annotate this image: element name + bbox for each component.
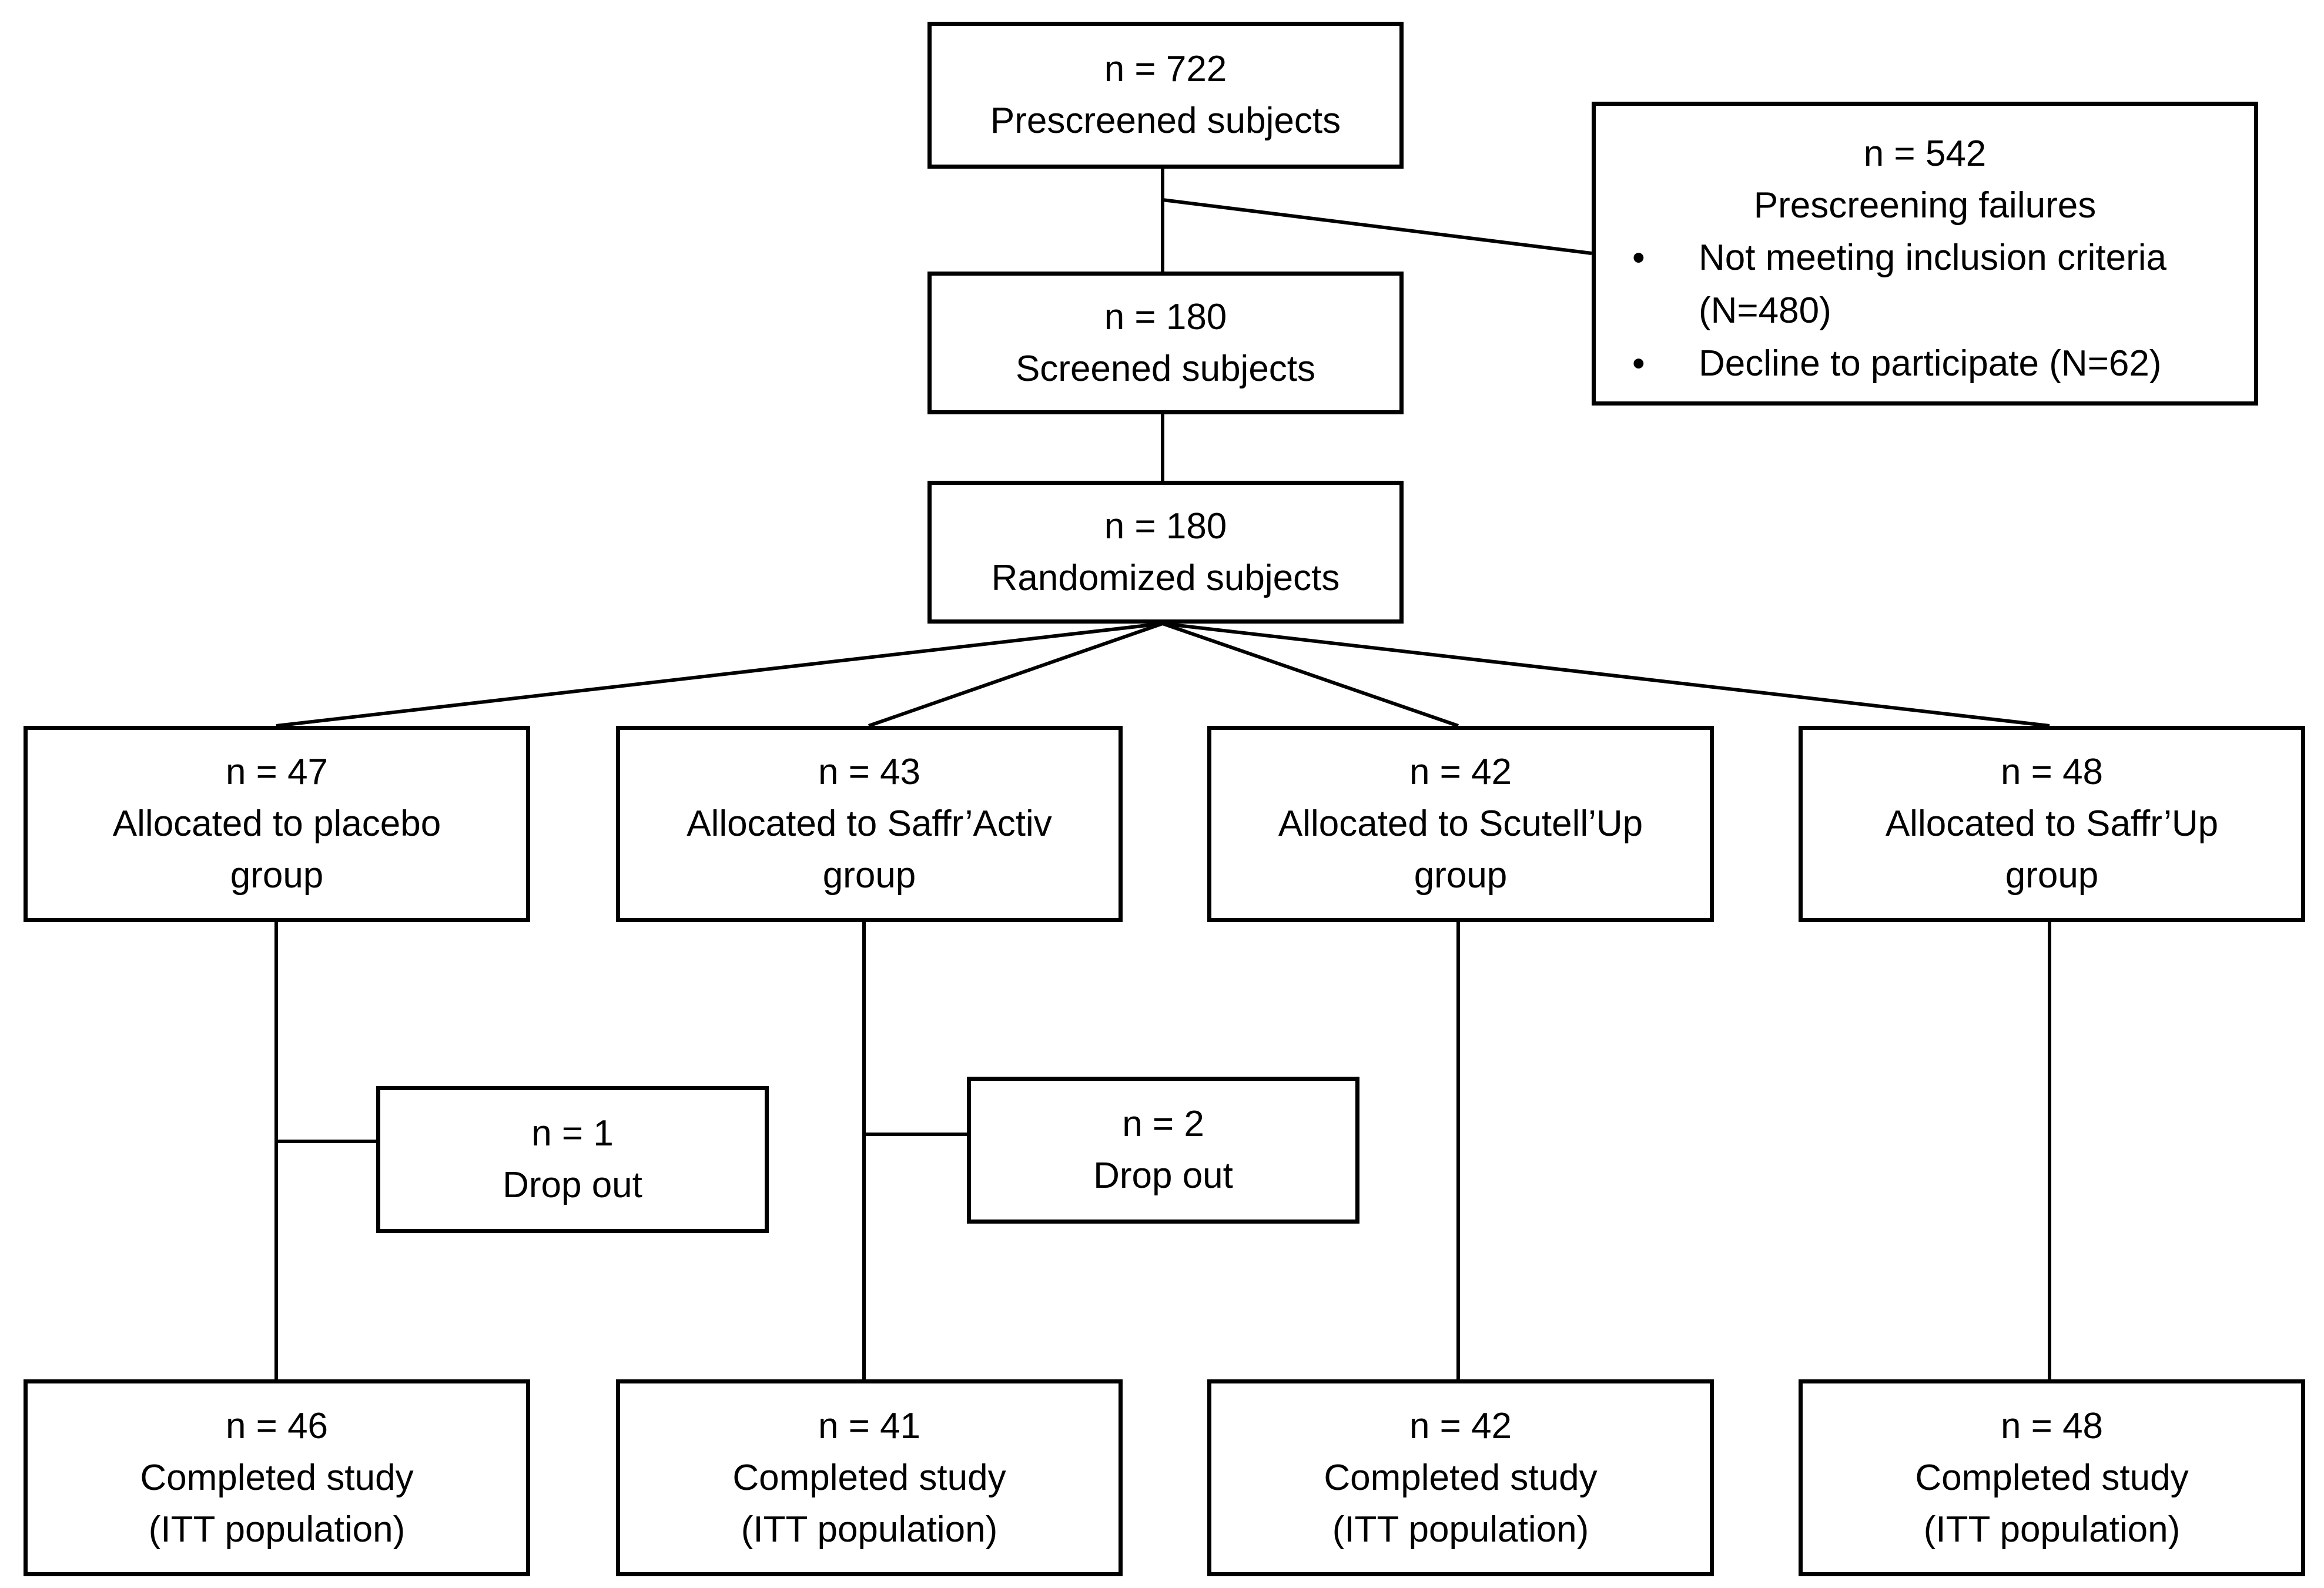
- screened-box: n = 180 Screened subjects: [927, 272, 1404, 414]
- allocated-label: Allocated to Saffr’Activ: [687, 803, 1052, 844]
- allocated-saffractiv-box: n = 43 Allocated to Saffr’Activ group: [616, 726, 1123, 922]
- connector-randomized-saffractiv: [868, 622, 1163, 728]
- dropout-count: n = 2: [1122, 1104, 1204, 1144]
- completed-label: Completed study: [732, 1457, 1006, 1498]
- completed-label: Completed study: [1324, 1457, 1598, 1498]
- dropout-placebo-box: n = 1 Drop out: [376, 1086, 769, 1233]
- allocated-count: n = 47: [225, 752, 329, 792]
- failure-reasons-list: Not meeting inclusion criteria (N=480) D…: [1596, 232, 2254, 390]
- allocated-count: n = 43: [818, 752, 921, 792]
- connector-randomized-saffrup: [1162, 622, 2050, 728]
- completed-count: n = 46: [225, 1405, 329, 1446]
- completed-population: (ITT population): [148, 1509, 406, 1550]
- allocated-saffrup-box: n = 48 Allocated to Saffr’Up group: [1799, 726, 2305, 922]
- failures-label: Prescreening failures: [1753, 185, 2097, 226]
- prescreened-label: Prescreened subjects: [990, 100, 1341, 141]
- completed-count: n = 48: [2000, 1405, 2104, 1446]
- screened-label: Screened subjects: [1015, 348, 1316, 389]
- completed-saffrup-box: n = 48 Completed study (ITT population): [1799, 1379, 2305, 1576]
- completed-population: (ITT population): [1923, 1509, 2181, 1550]
- completed-population: (ITT population): [1332, 1509, 1589, 1550]
- allocated-label: Allocated to placebo: [112, 803, 441, 844]
- allocated-label-suffix: group: [822, 855, 916, 896]
- dropout-count: n = 1: [531, 1113, 614, 1154]
- prescreening-failures-box: n = 542 Prescreening failures Not meetin…: [1592, 102, 2258, 406]
- completed-label: Completed study: [1915, 1457, 2189, 1498]
- prescreened-count: n = 722: [1104, 49, 1227, 89]
- connector-randomized-scutellup: [1162, 622, 1459, 728]
- completed-placebo-box: n = 46 Completed study (ITT population): [24, 1379, 530, 1576]
- prescreened-box: n = 722 Prescreened subjects: [927, 22, 1404, 169]
- dropout-label: Drop out: [1093, 1155, 1233, 1196]
- allocated-label-suffix: group: [1414, 855, 1508, 896]
- screened-count: n = 180: [1104, 296, 1227, 337]
- allocated-label: Allocated to Scutell’Up: [1278, 803, 1643, 844]
- completed-count: n = 42: [1409, 1405, 1512, 1446]
- allocated-placebo-box: n = 47 Allocated to placebo group: [24, 726, 530, 922]
- connector-prescreened-failures: [1162, 198, 1592, 255]
- allocated-label-suffix: group: [2005, 855, 2099, 896]
- allocated-count: n = 48: [2000, 752, 2104, 792]
- allocated-scutellup-box: n = 42 Allocated to Scutell’Up group: [1207, 726, 1714, 922]
- completed-saffractiv-box: n = 41 Completed study (ITT population): [616, 1379, 1123, 1576]
- completed-count: n = 41: [818, 1405, 921, 1446]
- failure-reason-item: Not meeting inclusion criteria (N=480): [1596, 232, 2254, 337]
- completed-scutellup-box: n = 42 Completed study (ITT population): [1207, 1379, 1714, 1576]
- randomized-label: Randomized subjects: [991, 557, 1340, 598]
- allocated-count: n = 42: [1409, 752, 1512, 792]
- completed-population: (ITT population): [741, 1509, 998, 1550]
- failure-reason-item: Decline to participate (N=62): [1596, 337, 2254, 390]
- dropout-saffractiv-box: n = 2 Drop out: [967, 1077, 1359, 1224]
- failures-count: n = 542: [1863, 133, 1987, 174]
- completed-label: Completed study: [140, 1457, 414, 1498]
- dropout-label: Drop out: [503, 1165, 642, 1205]
- allocated-label: Allocated to Saffr’Up: [1885, 803, 2219, 844]
- randomized-box: n = 180 Randomized subjects: [927, 481, 1404, 624]
- connector-randomized-placebo: [276, 622, 1163, 728]
- randomized-count: n = 180: [1104, 505, 1227, 547]
- allocated-label-suffix: group: [230, 855, 324, 896]
